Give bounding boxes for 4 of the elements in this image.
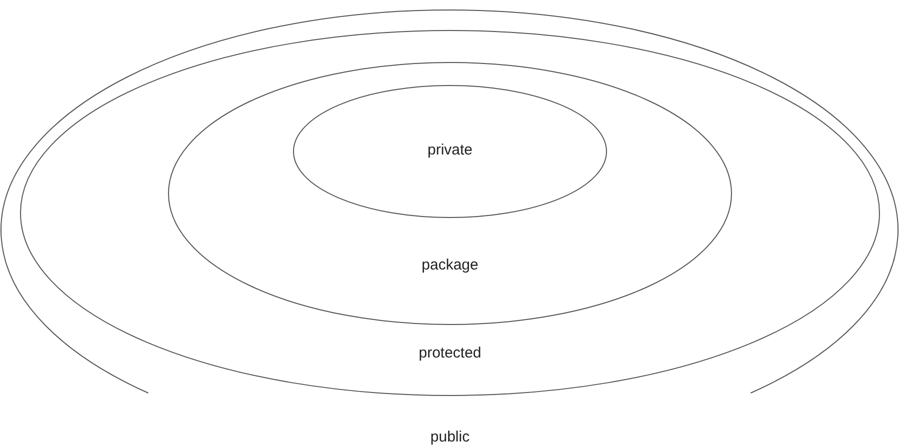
- scope-label: package: [422, 256, 478, 274]
- scope-label: private: [427, 142, 473, 158]
- scope-label: public: [430, 428, 470, 446]
- scope-label: protected: [418, 344, 482, 362]
